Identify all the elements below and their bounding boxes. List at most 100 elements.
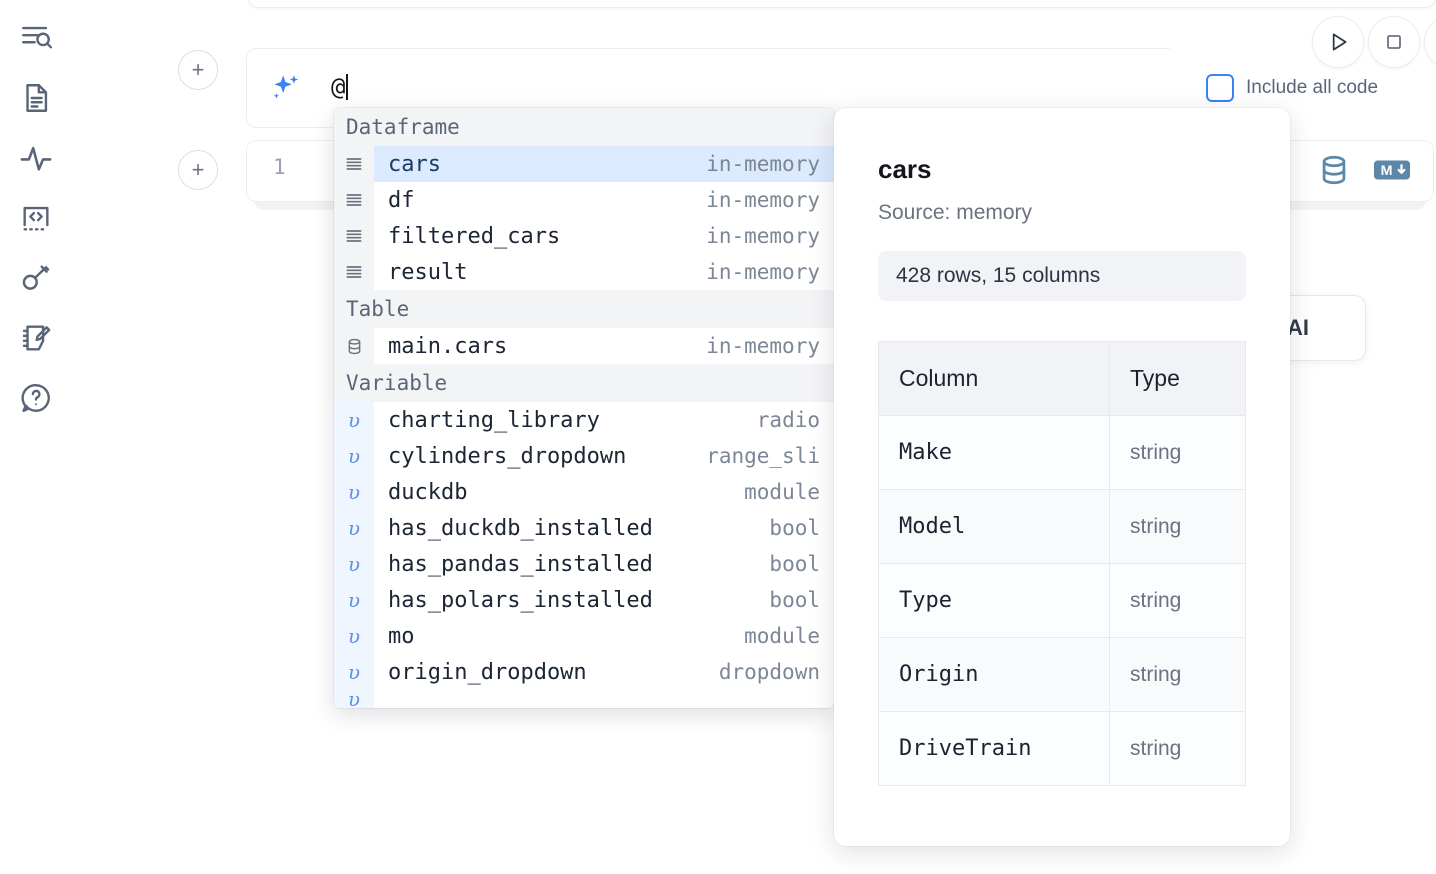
autocomplete-item-name: filtered_cars — [388, 223, 561, 249]
autocomplete-item-name: df — [388, 187, 415, 213]
autocomplete-item-type: bool — [769, 516, 820, 540]
ai-prompt-value: @ — [331, 73, 346, 101]
autocomplete-item-body: filtered_cars in-memory — [374, 218, 834, 254]
schema-column-name: Model — [878, 489, 1110, 564]
autocomplete-item-name: mo — [388, 623, 415, 649]
autocomplete-item-body: cylinders_dropdown range_sli — [374, 438, 834, 474]
autocomplete-group-header: Table — [334, 290, 834, 328]
autocomplete-item[interactable]: filtered_cars in-memory — [334, 218, 834, 254]
dataframe-icon — [334, 218, 374, 254]
autocomplete-item-name: charting_library — [388, 407, 600, 433]
schema-column-name: Type — [878, 563, 1110, 638]
autocomplete-item-name: has_polars_installed — [388, 587, 653, 613]
autocomplete-item-type: in-memory — [706, 152, 820, 176]
preview-shape-badge: 428 rows, 15 columns — [878, 251, 1246, 301]
run-button[interactable] — [1312, 16, 1364, 68]
autocomplete-item-type: dropdown — [718, 660, 820, 684]
activity-icon[interactable] — [14, 136, 58, 180]
autocomplete-item-body: cars in-memory — [374, 146, 834, 182]
autocomplete-item-type: bool — [769, 552, 820, 576]
autocomplete-item[interactable]: df in-memory — [334, 182, 834, 218]
schema-column-type: string — [1109, 563, 1246, 638]
variable-icon: υ — [334, 510, 374, 546]
sparkles-icon — [269, 71, 303, 105]
autocomplete-item-type: in-memory — [706, 334, 820, 358]
scratchpad-icon[interactable] — [14, 316, 58, 360]
autocomplete-item[interactable]: υ has_polars_installed bool — [334, 582, 834, 618]
schema-column-name: Make — [878, 415, 1110, 490]
document-icon[interactable] — [14, 76, 58, 120]
autocomplete-item[interactable]: cars in-memory — [334, 146, 834, 182]
sidebar-rail — [0, 0, 72, 874]
autocomplete-item-name: cars — [388, 151, 441, 177]
cell-action-icons: M — [1317, 153, 1411, 192]
variable-icon: υ — [334, 654, 374, 690]
autocomplete-item[interactable]: υ — [334, 690, 834, 708]
schema-column-name: Origin — [878, 637, 1110, 712]
autocomplete-item-type: radio — [756, 408, 820, 432]
autocomplete-item[interactable]: υ cylinders_dropdown range_sli — [334, 438, 834, 474]
table-header-row: Column Type — [878, 341, 1246, 416]
variable-icon: υ — [334, 618, 374, 654]
preview-source: Source: memory — [878, 201, 1033, 224]
schema-column-type: string — [1109, 711, 1246, 786]
add-cell-below-label: + — [191, 157, 205, 182]
autocomplete-group-header: Dataframe — [334, 108, 834, 146]
autocomplete-group-header: Variable — [334, 364, 834, 402]
autocomplete-item[interactable]: υ charting_library radio — [334, 402, 834, 438]
add-cell-below-button[interactable]: + — [178, 150, 218, 190]
autocomplete-item-body: has_duckdb_installed bool — [374, 510, 834, 546]
dataframe-icon — [334, 146, 374, 182]
file-explorer-icon[interactable] — [14, 16, 58, 60]
add-cell-above-button[interactable]: + — [178, 50, 218, 90]
markdown-icon[interactable]: M — [1373, 157, 1411, 188]
variable-icon: υ — [334, 546, 374, 582]
variable-icon: υ — [334, 690, 374, 708]
autocomplete-item-type: bool — [769, 588, 820, 612]
schema-column-type: string — [1109, 637, 1246, 712]
autocomplete-item-body: duckdb module — [374, 474, 834, 510]
variable-icon: υ — [334, 474, 374, 510]
autocomplete-item-type: in-memory — [706, 188, 820, 212]
code-snippets-icon[interactable] — [14, 196, 58, 240]
include-all-code-checkbox[interactable] — [1206, 74, 1234, 102]
interrupt-button[interactable] — [1368, 16, 1420, 68]
include-all-code-row[interactable]: Include all code — [1206, 74, 1378, 102]
autocomplete-item-name: cylinders_dropdown — [388, 443, 627, 469]
key-icon[interactable] — [14, 256, 58, 300]
autocomplete-item-type: in-memory — [706, 224, 820, 248]
database-icon — [334, 328, 374, 364]
autocomplete-item-type: module — [744, 480, 820, 504]
autocomplete-item-name: has_duckdb_installed — [388, 515, 653, 541]
column-header-type: Type — [1109, 341, 1246, 416]
autocomplete-item-type: range_sli — [706, 444, 820, 468]
database-icon[interactable] — [1317, 153, 1351, 192]
variable-icon: υ — [334, 438, 374, 474]
variable-icon: υ — [334, 402, 374, 438]
autocomplete-item-body: has_polars_installed bool — [374, 582, 834, 618]
autocomplete-item[interactable]: υ has_duckdb_installed bool — [334, 510, 834, 546]
ai-prompt-input[interactable]: @ — [331, 73, 349, 101]
schema-column-type: string — [1109, 489, 1246, 564]
autocomplete-item-body: df in-memory — [374, 182, 834, 218]
help-icon[interactable] — [14, 376, 58, 420]
autocomplete-item-name: result — [388, 259, 468, 285]
autocomplete-item-name: duckdb — [388, 479, 468, 505]
variable-icon: υ — [334, 582, 374, 618]
include-all-code-label: Include all code — [1246, 77, 1379, 98]
autocomplete-item-body: charting_library radio — [374, 402, 834, 438]
